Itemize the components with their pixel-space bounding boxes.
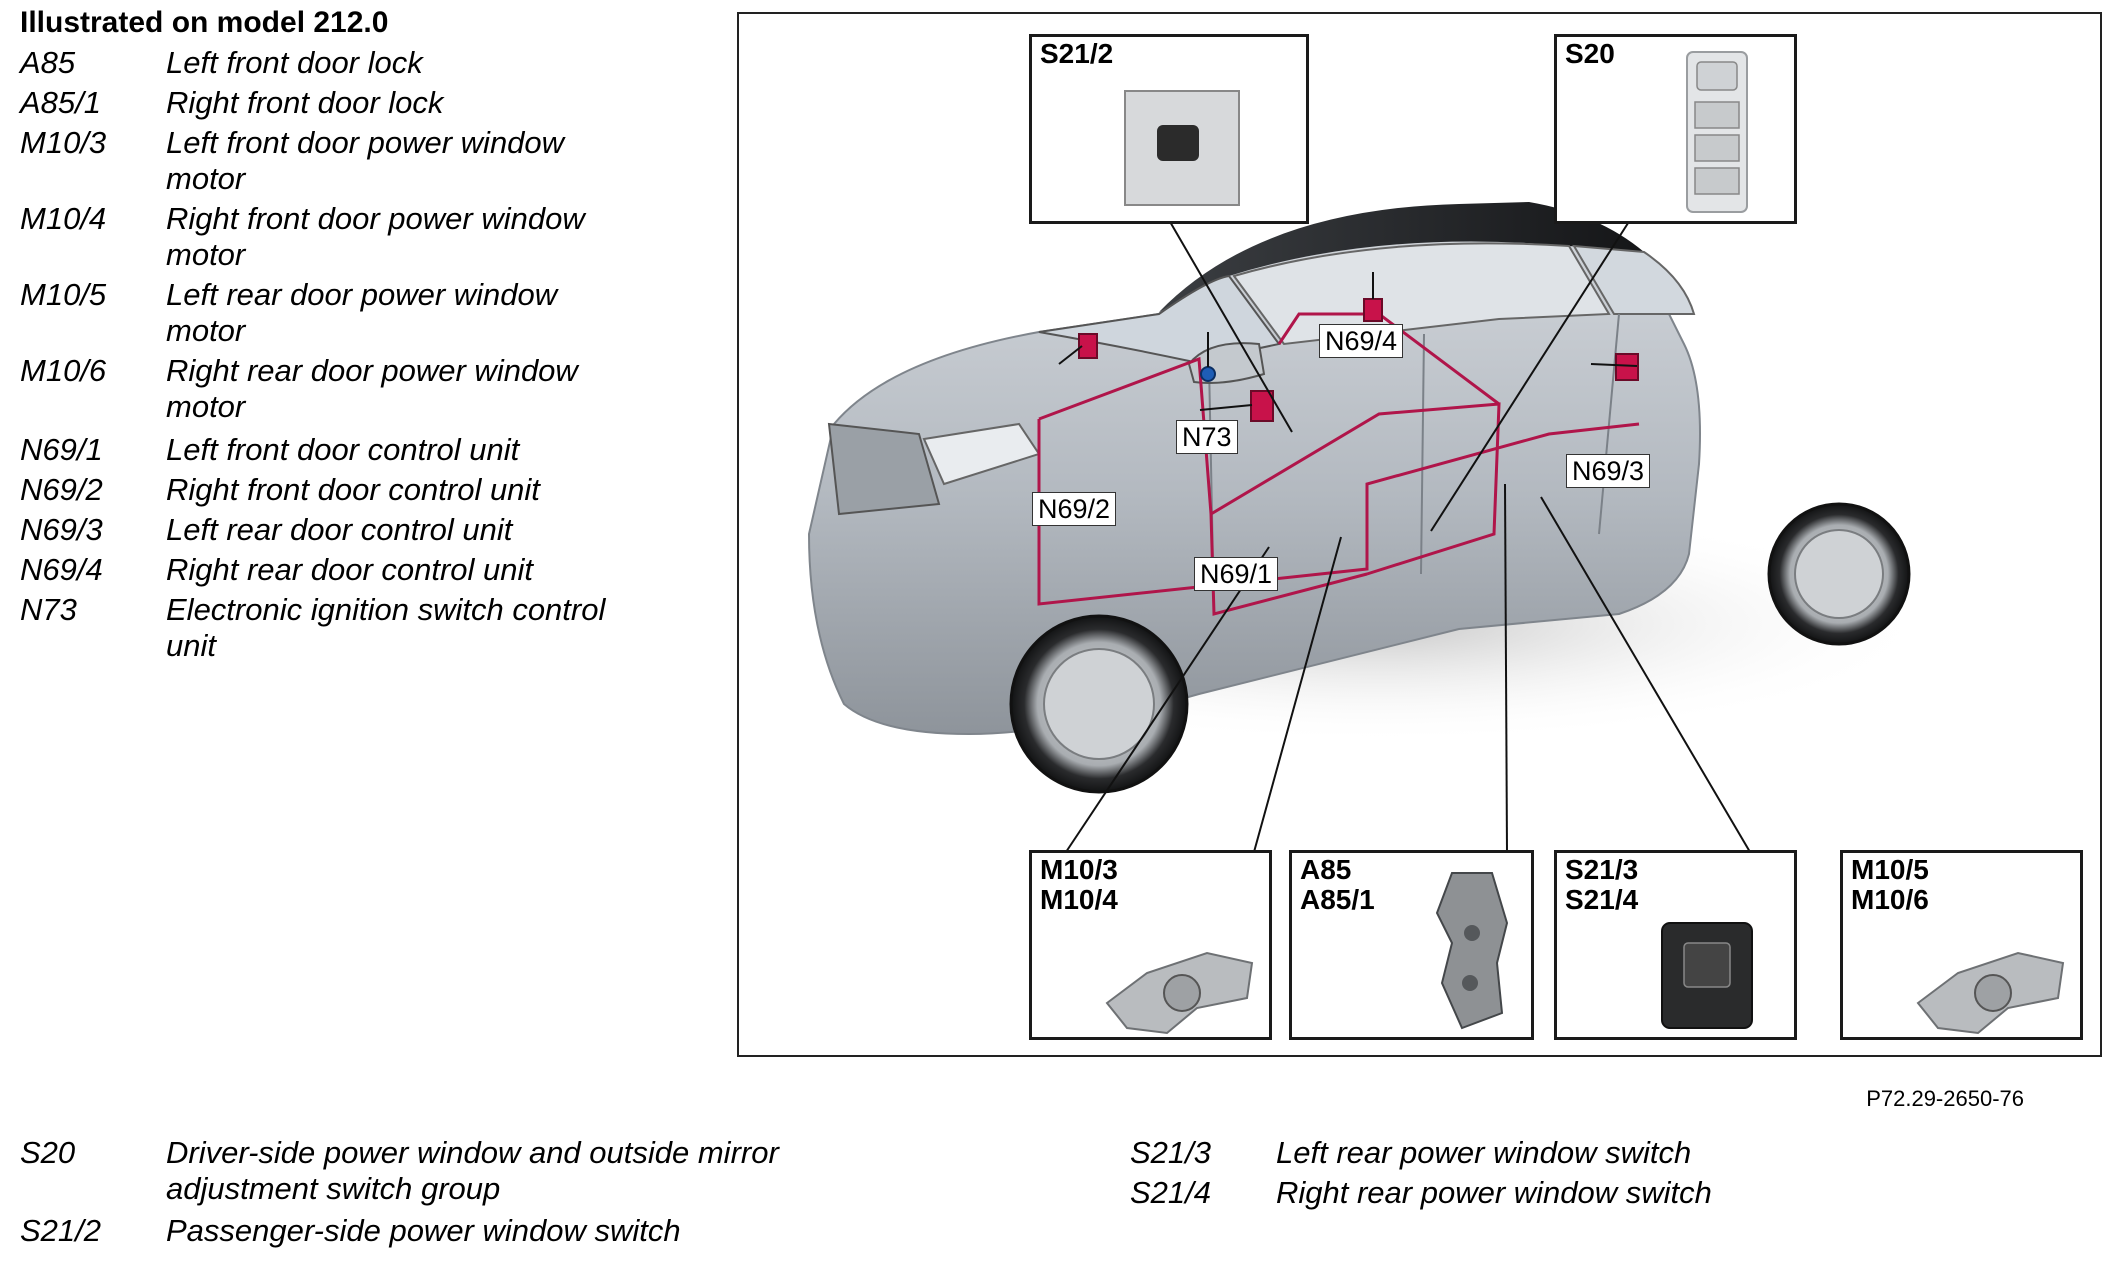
legend-code: N69/3 (20, 512, 103, 547)
inset-label-line: A85 (1300, 854, 1352, 885)
legend-description: Left rear door power window motor (166, 277, 558, 348)
leader-s20 (1430, 219, 1631, 532)
legend-description: Right rear door control unit (166, 552, 534, 587)
inset-label: S20 (1565, 38, 1615, 69)
inset-s20: S20 (1554, 34, 1797, 224)
inset-label: S21/3 S21/4 (1565, 855, 1638, 915)
legend-code: N69/2 (20, 472, 103, 507)
callout-n73: N73 (1176, 420, 1238, 454)
door-seam-rear (1598, 313, 1620, 535)
callout-n69-2: N69/2 (1032, 492, 1117, 526)
legend-code: S21/2 (20, 1213, 102, 1248)
legend-code: S21/3 (1130, 1135, 1212, 1170)
callout-n69-4: N69/4 (1319, 324, 1404, 358)
legend-code: N69/4 (20, 552, 103, 587)
inset-label-line: M10/4 (1040, 884, 1118, 915)
marker-n73 (1200, 366, 1216, 382)
legend-description: Right front door lock (166, 85, 444, 120)
legend-code: A85 (20, 45, 76, 80)
leader-s21-3 (1504, 483, 1508, 853)
leader-n69-3 (1590, 363, 1638, 367)
inset-m10-5-m10-6: M10/5 M10/6 (1840, 850, 2083, 1040)
inset-label-line: S21/4 (1565, 884, 1639, 915)
inset-label-line: M10/5 (1851, 854, 1929, 885)
legend-code: N69/1 (20, 432, 103, 467)
switch-group-image (1686, 51, 1748, 213)
inset-a85-a85-1: A85 A85/1 (1289, 850, 1534, 1040)
legend-description: Left rear door control unit (166, 512, 513, 547)
legend-code: S20 (20, 1135, 76, 1170)
legend-description: Left front door control unit (166, 432, 520, 467)
door-lock-image (1435, 872, 1509, 1030)
inset-m10-3-m10-4: M10/3 M10/4 (1029, 850, 1272, 1040)
car-roof (1159, 202, 1644, 312)
inset-label-line: M10/6 (1851, 884, 1929, 915)
legend-description: Right rear power window switch (1276, 1175, 1712, 1210)
legend-description: Passenger-side power window switch (166, 1213, 681, 1248)
legend-description: Left rear power window switch (1276, 1135, 1692, 1170)
leader-n69-2 (1058, 345, 1083, 365)
leader-a85 (1253, 536, 1342, 853)
page-title: Illustrated on model 212.0 (20, 6, 389, 39)
callout-n69-1: N69/1 (1194, 557, 1279, 591)
leader-n69-1 (1199, 404, 1253, 411)
front-wheel-hub (1043, 648, 1155, 760)
leader-m10-3 (1065, 546, 1270, 853)
inset-label-line: S21/3 (1565, 854, 1639, 885)
rear-window-motor-image (1916, 951, 2065, 1035)
inset-s21-2: S21/2 (1029, 34, 1309, 224)
legend-description: Right rear door power window motor (166, 353, 578, 424)
leader-m10-5 (1540, 496, 1751, 853)
wiring-harness (1037, 312, 1640, 616)
inset-label-line: A85/1 (1300, 884, 1375, 915)
car-grille (827, 422, 941, 516)
car-rear-window (1572, 244, 1696, 315)
legend-code: M10/5 (20, 277, 107, 312)
inset-label: S21/2 (1040, 38, 1114, 69)
window-motor-image (1105, 951, 1254, 1035)
legend-description: Left front door lock (166, 45, 423, 80)
legend-code: M10/4 (20, 201, 107, 236)
connector-n69-2 (1078, 333, 1098, 359)
connector-n69-4 (1363, 298, 1383, 322)
vehicle-diagram: S21/2 S20 M10/3 M10/4 (737, 12, 2102, 1057)
door-seam-middle (1420, 333, 1425, 575)
leader-s21-2 (1168, 219, 1293, 433)
inset-label-line: M10/3 (1040, 854, 1118, 885)
window-switch-image (1124, 90, 1240, 206)
inset-s21-3-s21-4: S21/3 S21/4 (1554, 850, 1797, 1040)
legend-code: N73 (20, 592, 77, 627)
rear-window-switch-image (1661, 922, 1753, 1029)
rear-wheel-hub (1794, 529, 1884, 619)
legend-code: S21/4 (1130, 1175, 1212, 1210)
legend-description: Right front door control unit (166, 472, 540, 507)
legend-description: Driver-side power window and outside mir… (166, 1135, 779, 1206)
legend-code: M10/6 (20, 353, 107, 388)
inset-label: M10/5 M10/6 (1851, 855, 1929, 915)
inset-label: M10/3 M10/4 (1040, 855, 1118, 915)
legend-code: A85/1 (20, 85, 102, 120)
connector-n69-3 (1615, 353, 1639, 381)
legend-description: Left front door power window motor (166, 125, 565, 196)
legend-description: Right front door power window motor (166, 201, 585, 272)
legend-code: M10/3 (20, 125, 107, 160)
inset-label: A85 A85/1 (1300, 855, 1375, 915)
figure-reference-code: P72.29-2650-76 (1866, 1086, 2024, 1111)
legend-description: Electronic ignition switch control unit (166, 592, 606, 663)
vehicle-illustration (807, 202, 1939, 853)
car-side-windows (1232, 242, 1611, 346)
callout-n69-3: N69/3 (1566, 454, 1651, 488)
